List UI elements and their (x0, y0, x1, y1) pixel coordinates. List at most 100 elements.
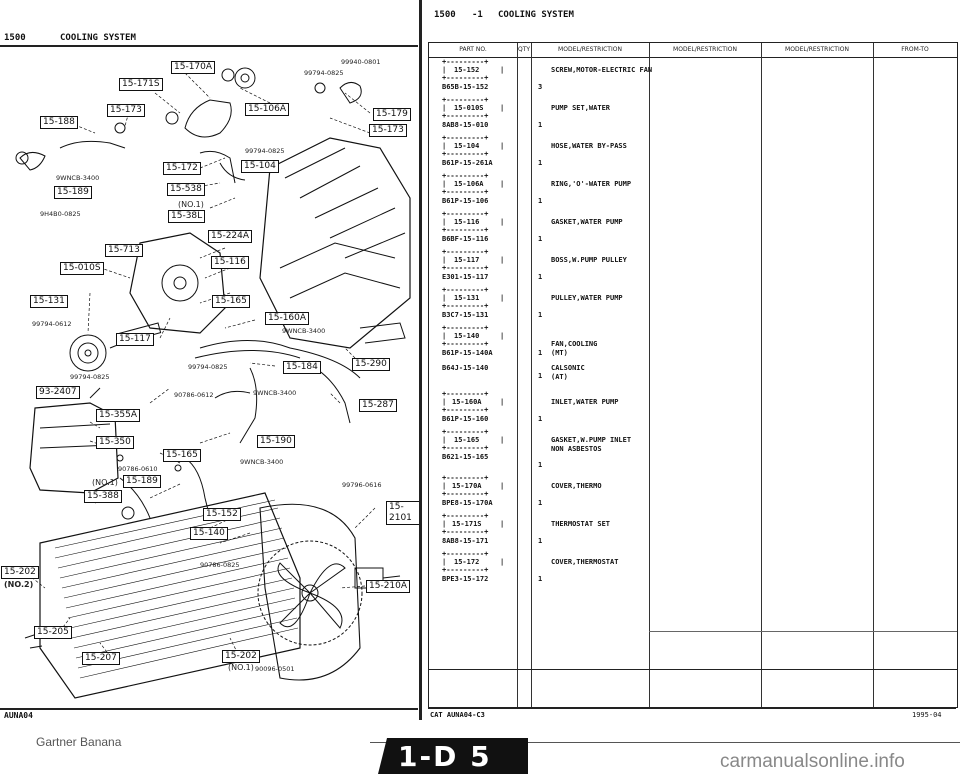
ref-label: 15-117 (454, 256, 480, 264)
description: INLET,WATER PUMP (551, 398, 619, 406)
part-no: B61P-15-261A (442, 159, 493, 167)
callout-93-2407: 93-2407 (36, 386, 80, 399)
part-no: B3C7-15-131 (442, 311, 489, 319)
callout-15-189: 15-189 (54, 186, 92, 199)
part-no: B6BF-15-116 (442, 235, 489, 243)
callout-15-350: 15-350 (96, 436, 134, 449)
table-row: +---------+ | 15-170A | +---------+ BPE8… (442, 474, 960, 512)
description: SCREW,MOTOR-ELECTRIC FAN (551, 66, 653, 74)
table-row: +---------+ | 15-165 | +---------+ B621-… (442, 428, 960, 469)
callout-15-538: 15-538 (167, 183, 205, 196)
callout-no2: (NO.2) (4, 580, 34, 589)
ref-label: 15-131 (454, 294, 480, 302)
part-no: B64J-15-140 (442, 364, 489, 372)
pn-9wncb-3400-d: 9WNCB-3400 (240, 458, 284, 466)
qty: 1 (538, 415, 543, 423)
right-footer-date: 1995-04 (912, 711, 942, 719)
bottom-rule (370, 742, 960, 743)
fan-shroud (259, 503, 361, 681)
callout-15-106A: 15-106A (245, 103, 290, 116)
water-pump (129, 232, 226, 334)
ref-label: 15-104 (454, 142, 480, 150)
part-no: BPE3-15-172 (442, 575, 489, 583)
part-no: E301-15-117 (442, 273, 489, 281)
description: PULLEY,WATER PUMP (551, 294, 623, 302)
callout-15-010S: 15-010S (60, 262, 104, 275)
callout-no1-c: (NO.1) (228, 663, 254, 672)
callout-15-290: 15-290 (352, 358, 390, 371)
ref-label: 15-170A (452, 482, 482, 490)
pn-90786-0825: 90786-0825 (200, 561, 240, 569)
pn-99794-0825-c: 99794-0825 (70, 373, 110, 381)
callout-15-173: 15-173 (107, 104, 145, 117)
page-spine (419, 0, 422, 720)
left-header-code: 1500 (4, 33, 26, 43)
callout-15-190: 15-190 (257, 435, 295, 448)
ref-label: 15-160A (452, 398, 482, 406)
callout-15-287: 15-287 (359, 399, 397, 412)
ref-box: +---------+ (442, 58, 489, 66)
callout-15-202-lower: 15-202 (222, 650, 260, 663)
part-no: B61P-15-140A (442, 349, 493, 357)
water-pump-pulley (69, 334, 107, 372)
part-no: B61P-15-160 (442, 415, 489, 423)
pn-99796-0616: 99796-0616 (342, 481, 382, 489)
right-header-title: COOLING SYSTEM (498, 10, 574, 20)
table-row: +---------+ | 15-131 | +---------+ B3C7-… (442, 286, 960, 324)
table-row: +---------+ | 15-172 | +---------+ BPE3-… (442, 550, 960, 588)
pn-99940-0801: 99940-0801 (341, 58, 381, 66)
description: COVER,THERMO (551, 482, 602, 490)
ref-label: 15-171S (452, 520, 482, 528)
qty: 1 (538, 575, 543, 583)
callout-15-388: 15-388 (84, 490, 122, 503)
table-row: +---------+ | 15-140 | +---------+ B61P-… (442, 324, 960, 362)
callout-15-152: 15-152 (203, 508, 241, 521)
col-model-1: MODEL/RESTRICTION (558, 46, 622, 53)
qty: 1 (538, 235, 543, 243)
watermark-right: carmanualsonline.info (720, 751, 905, 772)
right-page: 1500 -1 COOLING SYSTEM PART NO. QTY MODE… (422, 0, 960, 720)
description: HOSE,WATER BY-PASS (551, 142, 627, 150)
table-row: +---------+ | 15-171S | +---------+ 8AB8… (442, 512, 960, 550)
table-row: +---------+ | 15-010S | +---------+ 8AB8… (442, 96, 960, 134)
callout-15-160A: 15-160A (265, 312, 310, 325)
callout-15-202: 15-202 (1, 566, 39, 579)
qty: 1 (538, 499, 543, 507)
description: FAN,COOLING (MT) (551, 340, 598, 357)
qty: 1 (538, 273, 543, 281)
pn-9wncb-3400-a: 9WNCB-3400 (56, 174, 100, 182)
left-footer-code: AUNA04 (4, 711, 33, 720)
callout-no1-b: (NO.1) (92, 478, 118, 487)
ref-label: 15-152 (454, 66, 480, 74)
qty: 1 (538, 197, 543, 205)
table-row: +---------+ | 15-160A | +---------+ B61P… (442, 390, 960, 428)
callout-15-224A: 15-224A (208, 230, 253, 243)
callout-15-170A: 15-170A (171, 61, 216, 74)
qty: 3 (538, 83, 543, 91)
callout-15-104: 15-104 (241, 160, 279, 173)
radiator (39, 492, 301, 699)
part-no: 8AB8-15-010 (442, 121, 489, 129)
table-row: +---------+ | 15-106A | +---------+ B61P… (442, 172, 960, 210)
callout-15-38L: 15-38L (168, 210, 206, 223)
callout-no1-a: (NO.1) (178, 200, 204, 209)
cooling-fan (257, 540, 363, 646)
part-no: BPE8-15-170A (442, 499, 493, 507)
part-no: B621-15-165 (442, 453, 489, 461)
part-no: B65B-15-152 (442, 83, 489, 91)
callout-15-2101: 15-2101 (386, 501, 420, 525)
callout-15-713: 15-713 (105, 244, 143, 257)
ref-label: 15-172 (454, 558, 480, 566)
callout-15-173-right: 15-173 (369, 124, 407, 137)
col-qty: QTY (517, 46, 531, 53)
description: RING,'O'-WATER PUMP (551, 180, 632, 188)
pn-99794-0825-b: 99794-0825 (245, 147, 285, 155)
description: BOSS,W.PUMP PULLEY (551, 256, 627, 264)
callout-15-165: 15-165 (212, 295, 250, 308)
pn-9wncb-3400-c: 9WNCB-3400 (253, 389, 297, 397)
page-tab-label: 1-D 5 (398, 740, 492, 773)
right-footer-rule (428, 708, 956, 709)
callout-15-207: 15-207 (82, 652, 120, 665)
description: PUMP SET,WATER (551, 104, 611, 112)
parts-table: PART NO. QTY MODEL/RESTRICTION MODEL/RES… (428, 42, 958, 708)
